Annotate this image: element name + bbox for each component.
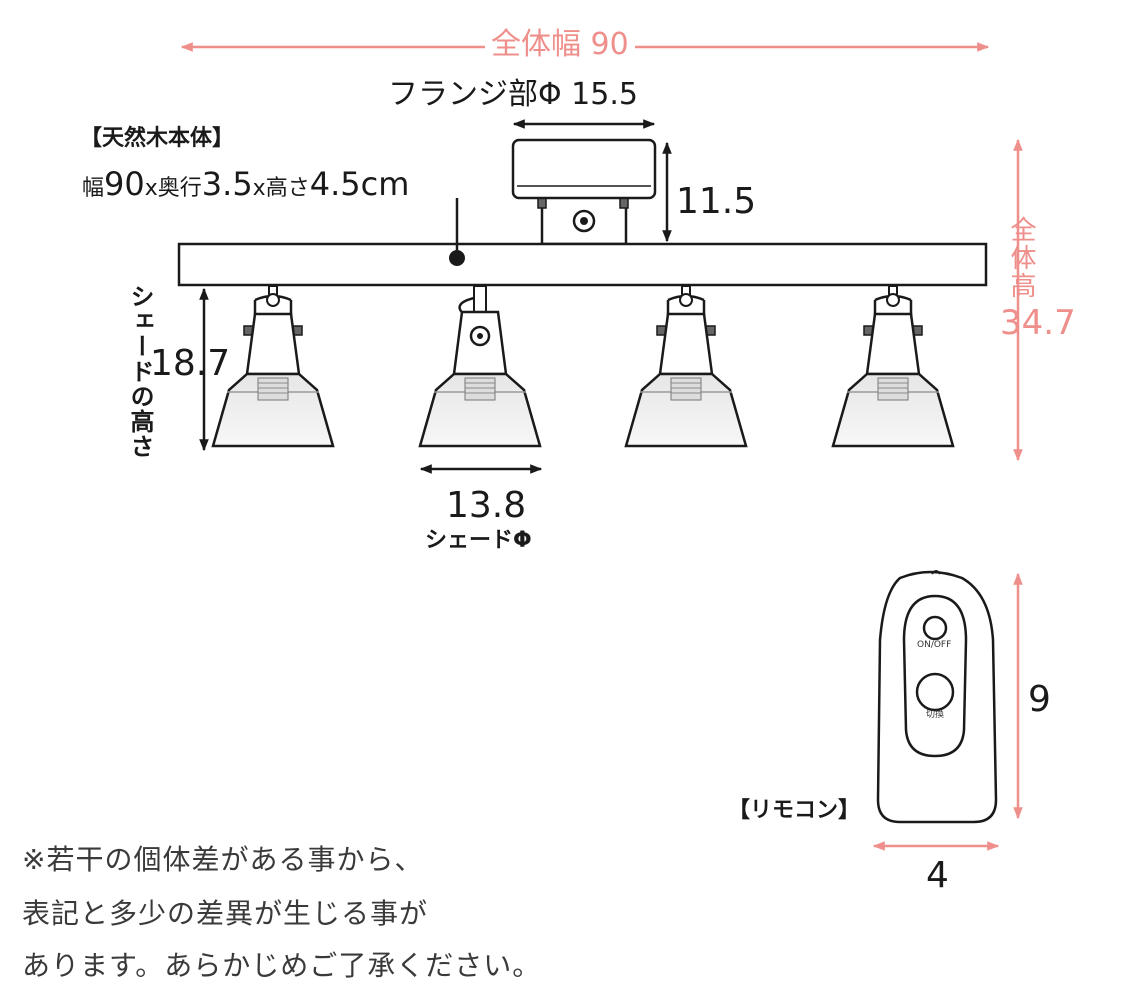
remote-control (876, 570, 998, 824)
shade-height-caption: シェードの高さ (126, 284, 154, 459)
spotlight-4 (831, 284, 955, 448)
shade-height-value: 18.7 (150, 343, 231, 384)
wood-body-dimensions: 幅90x奥行3.5x高さ4.5cm (82, 168, 409, 200)
body-depth: 3.5 (201, 165, 253, 203)
body-height-prefix: 高さ (265, 176, 310, 201)
wood-body-title: 【天然木本体】 (80, 126, 235, 151)
spotlight-1 (211, 284, 335, 448)
body-height: 4.5 (309, 165, 361, 203)
remote-on-off-button (922, 615, 948, 641)
body-unit: cm (360, 165, 410, 203)
flange-height-label: 11.5 (676, 181, 757, 222)
note-line-2: 表記と多少の差異が生じる事が (22, 897, 429, 930)
times-sign-2: x (252, 176, 266, 201)
remote-height-value: 9 (1028, 679, 1051, 720)
shade-diameter-value: 13.8 (446, 485, 527, 526)
remote-width-value: 4 (926, 855, 949, 896)
remote-switch-button (915, 672, 955, 712)
body-width-prefix: 幅 (82, 176, 105, 201)
ceiling-flange (511, 138, 657, 246)
note-line-3: あります。あらかじめご了承ください。 (22, 949, 542, 982)
total-height-caption: 全体高 (1006, 216, 1036, 300)
remote-switch-label: 切換 (926, 710, 945, 720)
note-line-1: ※若干の個体差がある事から、 (22, 843, 424, 876)
times-sign-1: x (144, 176, 158, 201)
wood-body-bar (177, 242, 988, 287)
shade-diameter-caption: シェードΦ (425, 528, 532, 553)
remote-on-off-label: ON/OFF (917, 640, 952, 650)
body-depth-prefix: 奥行 (157, 176, 202, 201)
total-width-label: 全体幅 90 (485, 30, 635, 60)
remote-title: 【リモコン】 (728, 798, 861, 823)
spotlight-3 (624, 284, 748, 448)
body-width: 90 (104, 165, 145, 203)
body-leader-dot (449, 250, 465, 266)
flange-diameter-label: フランジ部Φ 15.5 (388, 77, 638, 112)
total-height-value: 34.7 (1000, 303, 1076, 343)
spotlight-2 (418, 285, 542, 448)
